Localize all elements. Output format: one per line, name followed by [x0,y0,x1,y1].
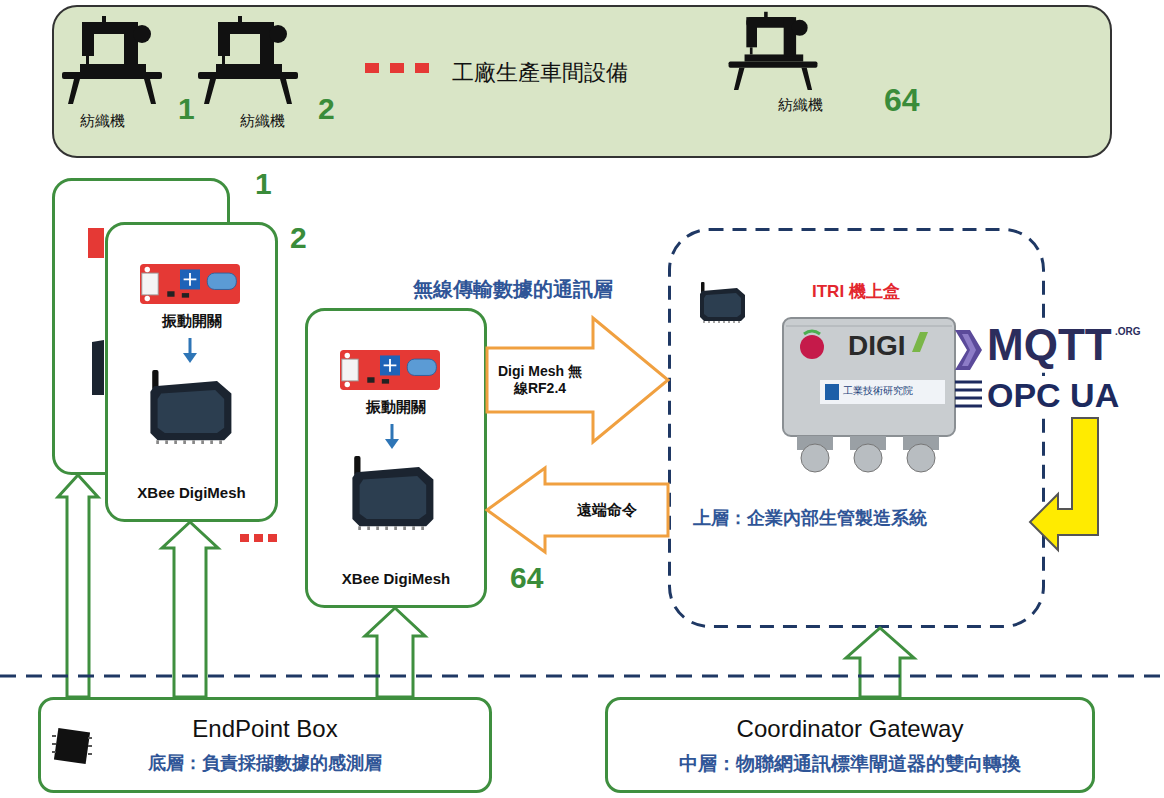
ellipsis-dots [390,63,404,73]
node-outline [670,230,1044,627]
layer-box: EndPoint Box 底層：負責採擷數據的感測層 [38,697,492,793]
block-arrow [487,468,668,552]
gateway-box [825,384,839,400]
sewing-machine [729,12,818,90]
node-outline [607,699,1094,792]
node-text: 底層：負責採擷數據的感測層 [38,753,492,775]
protocol-logo [955,330,982,370]
protocol-logo-text: OPC UA [985,376,1121,415]
gateway-box [912,332,928,352]
node-text: XBee DigiMesh [105,484,278,502]
callout-number: 1 [178,92,195,127]
protocol-logo-text: .ORG [1113,326,1143,338]
ellipsis-dots [365,63,379,73]
ellipsis-dots [254,534,263,542]
node-text: 振動開關 [105,312,278,330]
node-text: 振動開關 [305,398,487,416]
gateway-box [783,318,955,472]
endpoint-card: 振動開關XBee DigiMesh64 [305,308,487,608]
arrow-label: 遠端命令 [572,501,642,519]
callout-number: 64 [884,82,920,119]
xbee-module [352,456,433,530]
equipment-band: 工廠生產車間設備 [52,5,1112,158]
xbee-module [150,370,231,444]
xbee-module [700,282,745,323]
node-text: EndPoint Box [38,715,492,744]
node-text: XBee DigiMesh [305,570,487,588]
gateway-box [804,331,820,334]
node-text: Coordinator Gateway [605,715,1095,744]
gateway-box [820,380,945,404]
brand-logo-text: DIGI [848,330,906,362]
hidden-card-parts [88,228,104,258]
node-text: 64 [510,560,543,596]
gateway-box [801,444,829,472]
vibration-switch [340,350,440,390]
sewing-machine [62,16,162,104]
node-outline [107,224,277,521]
gateway-box [907,444,935,472]
ellipsis-dots [240,534,249,542]
gateway-box [854,444,882,472]
down-arrow [189,338,192,354]
arrow-label: Digi Mesh 無線RF2.4 [498,363,582,397]
protocol-logo [955,382,982,406]
ellipsis-dots [415,63,429,73]
node-outline [40,699,491,792]
machine-label: 紡織機 [240,112,285,129]
node-text: ITRI 機上盒 [812,282,900,302]
node-text: 2 [290,220,307,256]
block-arrow [487,318,668,442]
ic-chip [54,728,90,764]
ic-chip [52,736,92,754]
machine-label: 紡織機 [80,112,125,129]
protocol-logo-text: MQTT [985,320,1114,371]
brand-logo-text: 工業技術研究院 [843,385,913,397]
layer-box: Coordinator Gateway 中層：物聯網通訊標準閘道器的雙向轉換 [605,697,1095,793]
node-outline [307,310,486,607]
layer-divider [0,675,1164,678]
node-outline [53,6,1111,157]
sewing-machine [198,16,298,104]
block-arrow [365,608,425,697]
layer-heading: 無線傳輸數據的通訊層 [413,278,613,301]
endpoint-card: 2振動開關XBee DigiMesh [105,222,278,522]
down-arrow [385,439,399,449]
block-arrow [162,522,218,697]
hidden-card-parts [92,340,104,395]
vibration-switch [140,264,240,304]
sewing-machine [62,12,817,104]
gateway-box [783,318,955,436]
protocol-logo [955,330,982,406]
node-text: 工廠生產車間設備 [452,60,628,86]
block-arrow [846,628,914,697]
hidden-card-parts [88,228,104,395]
yellow-arrow [1030,418,1098,550]
machine-label: 紡織機 [778,96,823,113]
callout-number: 2 [318,92,335,127]
down-arrow [391,424,394,440]
gateway-region: ITRI 機上盒上層：企業內部生管製造系統 [668,228,1045,628]
gateway-box [786,326,952,327]
down-arrow [183,353,197,363]
protocol-logo [962,334,976,366]
node-text: 1 [255,166,272,202]
ellipsis-dots [268,534,277,542]
node-text: 中層：物聯網通訊標準閘道器的雙向轉換 [605,753,1095,776]
gateway-box [800,335,824,359]
block-arrow [58,475,98,697]
ic-chip [52,728,92,764]
node-text: 上層：企業內部生管製造系統 [693,508,927,530]
